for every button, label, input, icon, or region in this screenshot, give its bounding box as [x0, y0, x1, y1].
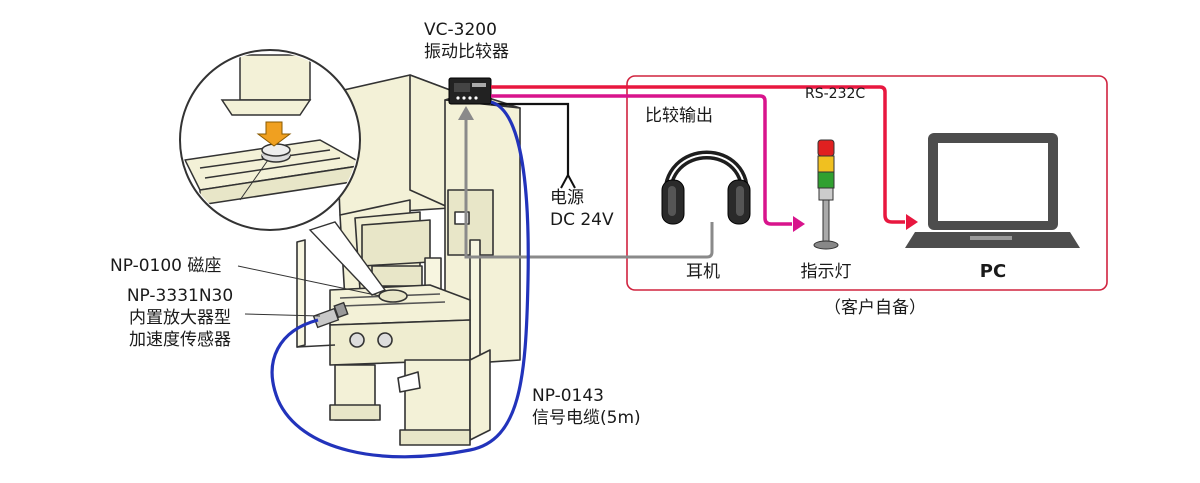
magnified-inset: [179, 49, 387, 296]
rs232c-label: RS-232C: [805, 86, 866, 102]
press-machine: [296, 74, 521, 446]
headphone-cable: [464, 112, 714, 259]
vc3200-unit: [448, 77, 492, 105]
comparator-model-label: VC-3200: [424, 20, 497, 40]
pc-label: PC: [979, 261, 1007, 282]
compare-output-label: 比较输出: [645, 106, 713, 126]
comparator-name-label: 振动比较器: [424, 42, 509, 62]
power-label: 电源: [550, 188, 584, 208]
laptop-icon: [905, 133, 1080, 248]
signal-cable: [270, 100, 530, 459]
headphones-label: 耳机: [686, 262, 720, 282]
sensor-name-label: 加速度传感器: [129, 330, 231, 350]
power-line: [491, 102, 570, 175]
signal-tower-icon: [813, 139, 839, 250]
output-arrow-icon: [793, 216, 805, 232]
customer-supplied-box: [626, 75, 1108, 291]
sensor-leader: [244, 313, 321, 317]
power-voltage-label: DC 24V: [550, 210, 614, 230]
sensor-type-label: 内置放大器型: [129, 308, 231, 328]
indicator-light-label: 指示灯: [800, 262, 852, 282]
sensor-model-label: NP-3331N30: [126, 286, 234, 306]
cable-name-label: 信号电缆(5m): [532, 408, 641, 428]
compare-output-line: [491, 94, 792, 226]
headphone-arrow-icon: [458, 106, 474, 120]
headphones-icon: [661, 150, 751, 225]
accelerometer-sensor: [312, 301, 349, 329]
press-down-arrow-icon: [256, 121, 292, 147]
rs232c-line: [491, 85, 905, 224]
cable-model-label: NP-0143: [532, 386, 604, 406]
customer-supplied-label: （客户自备）: [824, 298, 926, 318]
magnet-base-label: NP-0100 磁座: [110, 256, 222, 276]
magnet-leader: [237, 265, 381, 297]
rs232c-arrow-icon: [906, 214, 918, 230]
power-plug-icon: [560, 174, 576, 189]
